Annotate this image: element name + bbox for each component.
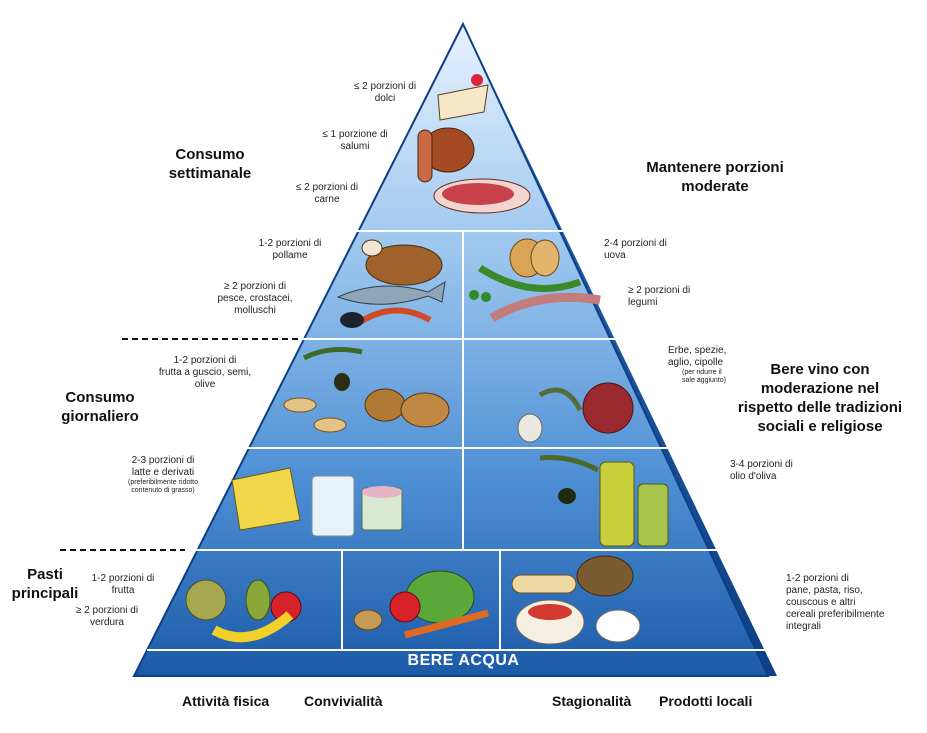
drink-water-label: BERE ACQUA (407, 652, 520, 669)
seasonality-label: Stagionalità (552, 693, 632, 709)
cereals-servings: 1-2 porzioni di pane, pasta, riso, cousc… (786, 573, 885, 632)
conviviality-label: Convivialità (304, 693, 383, 709)
vegetables-icon (353, 570, 489, 639)
eggs-icon (509, 238, 560, 278)
weekly-consumption-label: Consumo settimanale (168, 146, 252, 182)
fish-icon (336, 281, 446, 328)
nuts-icon (283, 347, 450, 433)
fish-servings: ≥ 2 porzioni di pesce, crostacei, mollus… (217, 281, 293, 316)
moderate-portions-label: Mantenere porzioni moderate (646, 159, 784, 195)
sweets-servings: ≤ 2 porzioni di dolci (353, 81, 417, 104)
dairy-servings-block: 2-3 porzioni di latte e derivati (prefer… (98, 455, 228, 495)
meat-icon (433, 178, 531, 214)
pyramid-side (463, 24, 777, 676)
herbs-servings-block: Erbe, spezie, aglio, cipolle (per ridurr… (668, 345, 778, 385)
poultry-servings: 1-2 porzioni di pollame (258, 238, 322, 261)
meat-servings: ≤ 2 porzioni di carne (295, 182, 359, 205)
herbs-servings: Erbe, spezie, aglio, cipolle (668, 345, 727, 368)
herbs-note: (per ridurre il sale aggiunto) (682, 369, 726, 384)
legumes-servings: ≥ 2 porzioni di legumi (628, 285, 691, 308)
dairy-icon (231, 467, 403, 537)
cereals-icon (511, 555, 641, 645)
dairy-servings: 2-3 porzioni di latte e derivati (131, 455, 195, 478)
olive-oil-icon (539, 455, 669, 547)
nuts-servings: 1-2 porzioni di frutta a guscio, semi, o… (158, 355, 252, 390)
dairy-note: (preferibilmente ridotto contenuto di gr… (127, 479, 199, 494)
cured-meats-servings: ≤ 1 porzione di salumi (322, 129, 388, 152)
poultry-icon (361, 239, 443, 286)
fruit-icon (185, 579, 302, 643)
physical-activity-label: Attività fisica (182, 693, 270, 709)
legumes-icon (469, 265, 601, 322)
fruit-servings: 1-2 porzioni di frutta (91, 573, 155, 596)
herbs-icon (517, 382, 634, 443)
daily-consumption-label: Consumo giornaliero (61, 389, 139, 425)
cured-meat-icon (417, 127, 475, 183)
eggs-servings: 2-4 porzioni di uova (604, 238, 667, 261)
tier-lines (147, 230, 768, 651)
olive-oil-servings: 3-4 porzioni di olio d'oliva (730, 459, 793, 482)
sweets-icon (437, 74, 489, 121)
wine-moderation-label: Bere vino con moderazione nel rispetto d… (737, 361, 903, 435)
vegetable-servings: ≥ 2 porzioni di verdura (75, 605, 139, 628)
local-products-label: Prodotti locali (659, 693, 753, 709)
main-meals-label: Pasti principali (11, 566, 79, 602)
dashed-separators (60, 338, 298, 551)
